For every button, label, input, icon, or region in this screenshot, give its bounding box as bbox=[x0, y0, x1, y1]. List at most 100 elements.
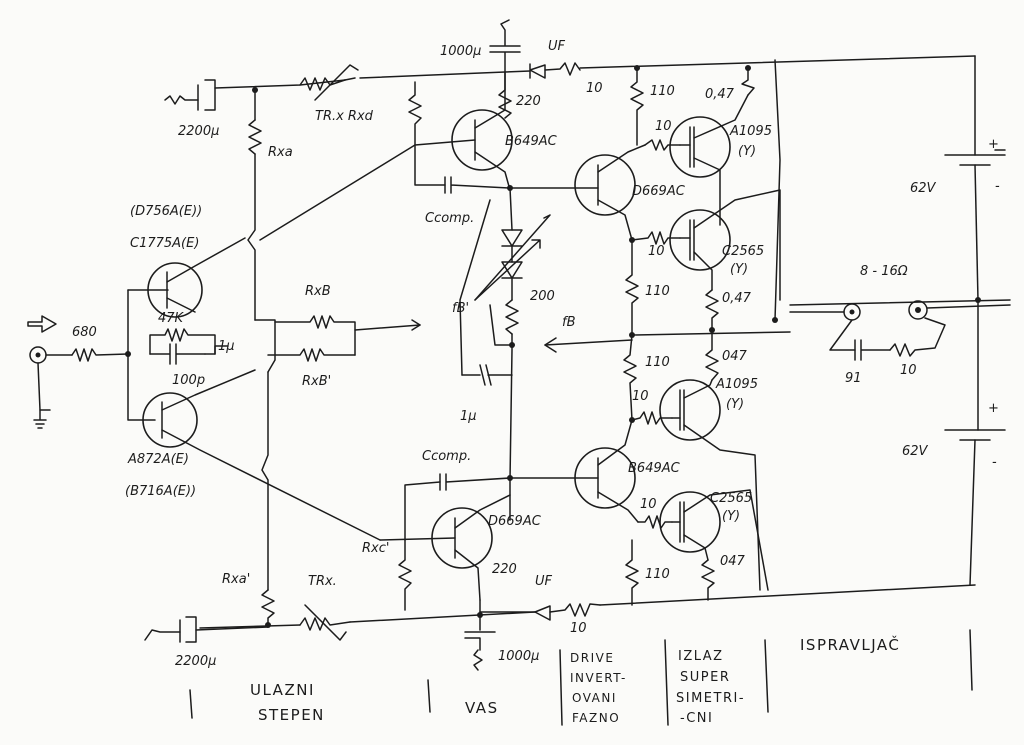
label-pair-top-b: C1775A(E) bbox=[130, 236, 199, 251]
speaker-terminals bbox=[789, 300, 1011, 321]
supply-battery-bottom bbox=[944, 299, 1006, 586]
label-q-drv-top: D669AC bbox=[632, 184, 686, 199]
label-c-bot: 1000μ bbox=[498, 649, 539, 664]
label-r200: 200 bbox=[530, 289, 555, 304]
label-trx-top: TR.x Rxd bbox=[315, 109, 374, 124]
label-fb-right: fB bbox=[562, 315, 576, 330]
label-zobel-c: 91 bbox=[845, 371, 862, 386]
section-input-1: ULAZNI bbox=[250, 681, 315, 699]
label-q-vas-top: B649AC bbox=[505, 134, 558, 149]
input-capacitor-neg bbox=[144, 616, 269, 643]
label-ccomp-top: Ccomp. bbox=[425, 211, 474, 226]
section-dividers bbox=[189, 629, 973, 726]
section-output-1: IZLAZ bbox=[678, 649, 724, 664]
input-connector bbox=[27, 315, 73, 429]
label-c-1m: 1μ bbox=[460, 409, 477, 424]
label-re-b: 0,47 bbox=[722, 291, 752, 306]
vas-top-base-wire bbox=[259, 144, 416, 241]
vas-transistor-top bbox=[414, 71, 513, 191]
input-resistor-680 bbox=[71, 348, 131, 362]
label-q-out3: A1095 bbox=[715, 377, 758, 392]
label-r10-c: 10 bbox=[632, 389, 649, 404]
label-re-c: 047 bbox=[722, 349, 748, 364]
label-rxb2: RxB' bbox=[302, 374, 331, 389]
input-cap-100p bbox=[149, 343, 206, 365]
zobel-network bbox=[829, 317, 946, 361]
trimmer-bottom bbox=[299, 604, 351, 641]
label-q-out4: C2565 bbox=[710, 491, 752, 506]
label-c-in-pos: 2200μ bbox=[178, 124, 219, 139]
label-zobel-r: 10 bbox=[900, 363, 917, 378]
bias-cap-1u bbox=[459, 199, 513, 386]
output-transistor-4 bbox=[659, 489, 769, 591]
label-c-in: 100p bbox=[172, 373, 205, 388]
feedback-resistor-47k bbox=[149, 328, 229, 355]
label-q-out2: C2565 bbox=[722, 244, 764, 259]
input-transistor-top bbox=[147, 237, 246, 318]
section-supply-1: ISPRAVLJAČ bbox=[800, 635, 900, 654]
label-r110-a: 110 bbox=[650, 84, 675, 99]
label-trx-bot: TRx. bbox=[308, 574, 337, 589]
section-labels: ULAZNI STEPEN VAS DRIVE INVERT- OVANI FA… bbox=[250, 635, 900, 726]
input-capacitor-pos bbox=[164, 79, 216, 111]
section-output-3: SIMETRI- bbox=[676, 691, 745, 706]
label-pair-bot-b: (B716A(E)) bbox=[125, 484, 196, 499]
label-r-in: 680 bbox=[72, 325, 97, 340]
section-input-2: STEPEN bbox=[258, 706, 325, 724]
label-r10-top: 10 bbox=[586, 81, 603, 96]
label-pair-bot-a: A872A(E) bbox=[127, 452, 189, 467]
section-output-4: -CNI bbox=[680, 711, 713, 726]
label-r220-bot: 220 bbox=[492, 562, 517, 577]
driver-resistors bbox=[623, 65, 681, 606]
label-q-out2-s: (Y) bbox=[730, 262, 748, 277]
label-r220-top: 220 bbox=[516, 94, 541, 109]
label-pair-top-a: (D756A(E)) bbox=[130, 204, 202, 219]
global-feedback-wire bbox=[544, 339, 633, 346]
label-q-drv-bot: B649AC bbox=[628, 461, 681, 476]
label-r10-d: 10 bbox=[640, 497, 657, 512]
label-rxa-top: Rxa bbox=[268, 145, 293, 160]
section-driver-4: FAZNO bbox=[572, 711, 620, 725]
label-r-fb: 47K bbox=[158, 311, 185, 326]
label-fb-left: fB' bbox=[452, 301, 469, 316]
label-q-out1-s: (Y) bbox=[738, 144, 756, 159]
negative-rail bbox=[199, 584, 976, 629]
section-vas-1: VAS bbox=[465, 699, 499, 717]
driver-transistor-bottom bbox=[509, 419, 639, 523]
label-r10-a: 10 bbox=[655, 119, 672, 134]
rxb-resistors bbox=[267, 315, 421, 362]
supply-battery-top bbox=[944, 55, 1006, 303]
label-ps-bot: 62V bbox=[902, 444, 929, 459]
vas-bottom-emitter-resistor bbox=[398, 473, 513, 611]
label-r10-bot: 10 bbox=[570, 621, 587, 636]
label-plus-top: + bbox=[988, 137, 999, 152]
label-r110-d: 110 bbox=[645, 567, 670, 582]
uf-diode-bottom bbox=[479, 603, 601, 621]
label-q-out1: A1095 bbox=[729, 124, 772, 139]
vas-transistor-bottom bbox=[379, 494, 511, 601]
vas-bottom-bypass-cap bbox=[464, 599, 496, 671]
output-transistor-1 bbox=[669, 94, 749, 226]
label-plus-bot: + bbox=[988, 401, 999, 416]
section-driver-1: DRIVE bbox=[570, 651, 614, 665]
label-rxa-bot: Rxa' bbox=[222, 572, 250, 587]
label-ps-top: 62V bbox=[910, 181, 937, 196]
uf-diode-top bbox=[504, 62, 581, 79]
driver-transistor-top bbox=[509, 144, 646, 241]
label-rxb: RxB bbox=[305, 284, 331, 299]
section-driver-3: OVANI bbox=[572, 691, 617, 705]
label-r10-b: 10 bbox=[648, 244, 665, 259]
emitter-resistors bbox=[631, 59, 791, 601]
label-ccomp-bot: Ccomp. bbox=[422, 449, 471, 464]
label-q-out4-s: (Y) bbox=[722, 509, 740, 524]
trimmer-top bbox=[299, 64, 359, 101]
label-r110-c: 110 bbox=[645, 355, 670, 370]
label-c-top: 1000μ bbox=[440, 44, 481, 59]
label-c-in-neg: 2200μ bbox=[175, 654, 216, 669]
label-uf-top: UF bbox=[548, 39, 566, 54]
bias-chain bbox=[474, 187, 551, 521]
label-rxc: Rxc' bbox=[362, 541, 389, 556]
section-output-2: SUPER bbox=[680, 670, 730, 685]
